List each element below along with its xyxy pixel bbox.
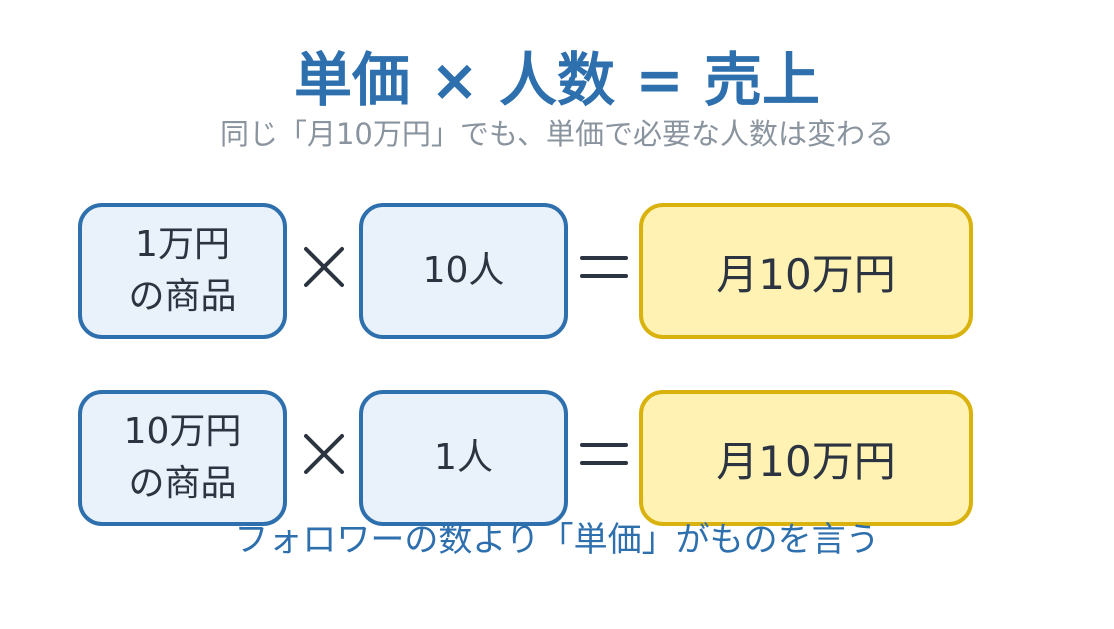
times-icon — [289, 419, 359, 489]
monthly-sales-box: 月10万円 — [639, 390, 973, 526]
tagline: フォロワーの数より「単価」がものを言う — [234, 520, 880, 560]
unit-price-label: の商品 — [128, 276, 237, 317]
unit-price-amount: 10万円 — [123, 411, 242, 452]
page-title: 単価 × 人数 = 売上 — [294, 46, 820, 114]
page-subtitle: 同じ「月10万円」でも、単価で必要な人数は変わる — [219, 117, 895, 151]
times-icon — [289, 232, 359, 302]
people-count-box: 1人 — [359, 390, 568, 526]
people-count: 10人 — [422, 250, 505, 291]
monthly-sales-box: 月10万円 — [639, 203, 973, 339]
equals-icon — [569, 232, 639, 302]
unit-price-amount: 1万円 — [135, 224, 230, 265]
equals-icon — [569, 419, 639, 489]
unit-price-box: 1万円 の商品 — [78, 203, 287, 339]
monthly-sales: 月10万円 — [716, 436, 896, 486]
unit-price-label: の商品 — [128, 463, 237, 504]
people-count-box: 10人 — [359, 203, 568, 339]
people-count: 1人 — [434, 437, 493, 478]
monthly-sales: 月10万円 — [716, 249, 896, 299]
unit-price-box: 10万円 の商品 — [78, 390, 287, 526]
